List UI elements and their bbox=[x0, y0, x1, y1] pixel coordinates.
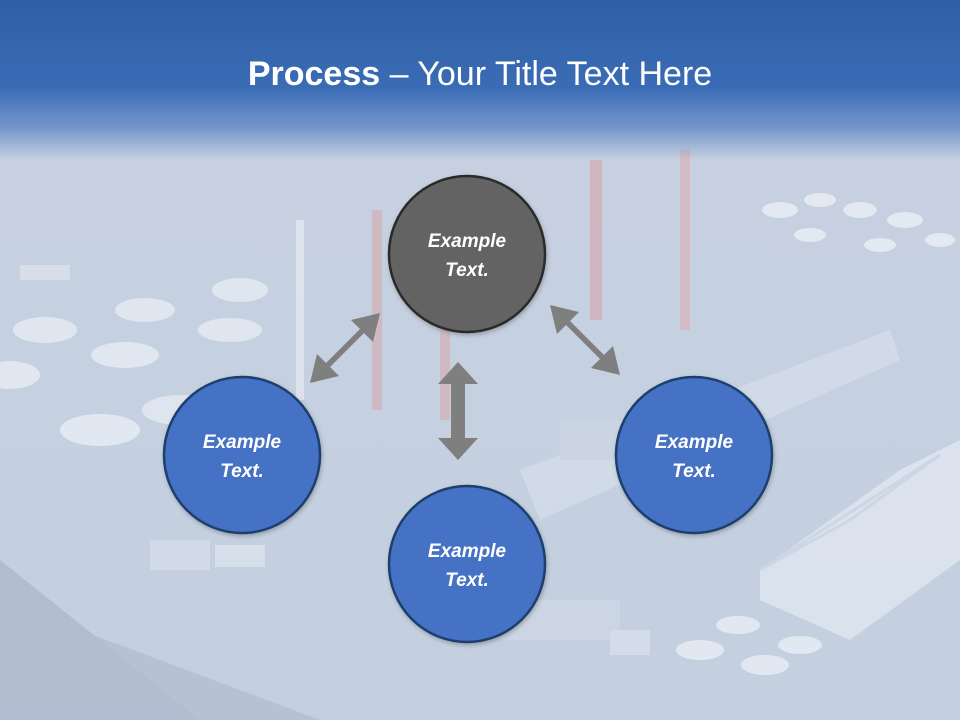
process-node-top[interactable]: Example Text. bbox=[387, 174, 547, 334]
title-banner bbox=[0, 0, 960, 160]
node-right-line1: Example bbox=[655, 432, 734, 453]
title-bold-part: Process bbox=[247, 55, 381, 93]
process-node-bottom[interactable]: Example Text. bbox=[387, 484, 547, 644]
arrow-top-left bbox=[310, 313, 380, 383]
node-bottom-line1: Example bbox=[428, 541, 507, 562]
node-top-line1: Example bbox=[428, 231, 507, 252]
node-left-line2: Text. bbox=[220, 461, 264, 482]
slide-title: Process – Your Title Text Here bbox=[0, 52, 960, 96]
node-bottom-line2: Text. bbox=[445, 570, 489, 591]
arrow-vertical bbox=[438, 362, 478, 460]
arrow-top-right bbox=[550, 305, 620, 375]
node-left-line1: Example bbox=[203, 432, 282, 453]
process-node-right[interactable]: Example Text. bbox=[614, 375, 774, 535]
process-node-left[interactable]: Example Text. bbox=[162, 375, 322, 535]
title-rest-part: – Your Title Text Here bbox=[380, 55, 713, 93]
node-top-line2: Text. bbox=[445, 260, 489, 281]
node-right-line2: Text. bbox=[672, 461, 716, 482]
